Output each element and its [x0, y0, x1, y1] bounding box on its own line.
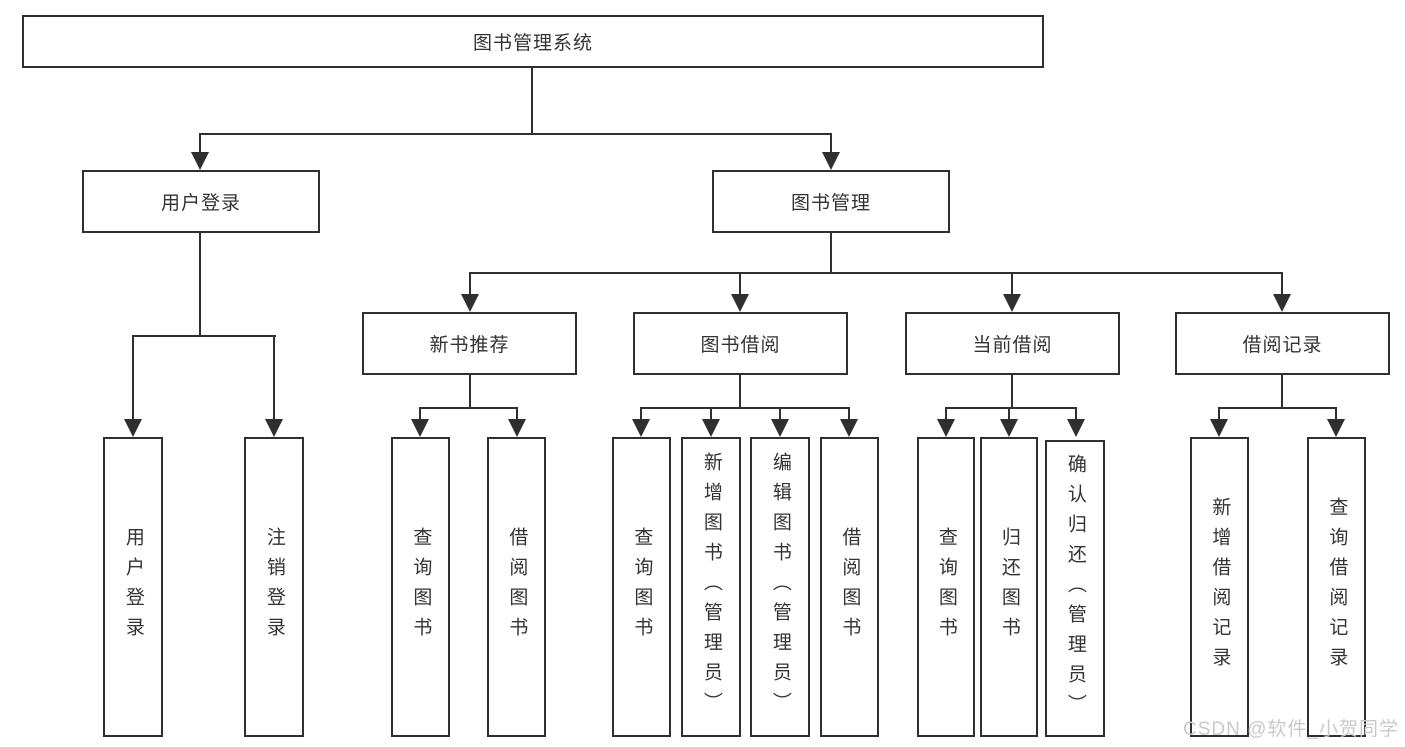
connector-drop-leaf-user-login	[132, 335, 134, 419]
connector-drop-add-borrow-record	[1218, 407, 1220, 419]
node-new-book-rec: 新书推荐	[362, 312, 577, 375]
connector-book-mgmt-down	[830, 233, 832, 272]
connector-rec-branch-horizontal	[419, 407, 518, 409]
node-book-borrow-label: 图书借阅	[700, 335, 781, 356]
node-leaf-logout-label: 注销登录	[263, 527, 285, 647]
arrowhead-new-book-rec	[461, 294, 479, 312]
node-leaf-user-login-label: 用户登录	[122, 527, 144, 647]
node-book-borrow: 图书借阅	[633, 312, 848, 375]
node-user-login-label: 用户登录	[160, 193, 241, 214]
arrowhead-book-borrow	[731, 294, 749, 312]
arrowhead-leaf-user-login	[124, 419, 142, 437]
node-leaf-add-book-admin-label: 新增图书（管理员）	[700, 452, 722, 722]
node-leaf-query-book-borrow: 查询图书	[612, 437, 671, 737]
node-leaf-add-borrow-record-label: 新增借阅记录	[1209, 497, 1231, 677]
arrowhead-edit-book	[771, 419, 789, 437]
arrowhead-user-login	[191, 152, 209, 170]
node-leaf-add-borrow-record: 新增借阅记录	[1190, 437, 1249, 737]
node-borrow-records-label: 借阅记录	[1242, 335, 1323, 356]
arrowhead-confirm-return	[1067, 419, 1085, 437]
arrowhead-borrow-book-rec	[508, 419, 526, 437]
node-leaf-edit-book-admin: 编辑图书（管理员）	[750, 437, 810, 737]
node-leaf-query-book-current: 查询图书	[917, 437, 975, 737]
connector-drop-borrow-records	[1281, 272, 1283, 294]
node-leaf-query-book-borrow-label: 查询图书	[631, 527, 653, 647]
connector-current-branch-horizontal	[945, 407, 1077, 409]
connector-branch1-horizontal	[199, 133, 832, 135]
node-leaf-query-book-rec-label: 查询图书	[410, 527, 432, 647]
node-leaf-edit-book-admin-label: 编辑图书（管理员）	[769, 452, 791, 722]
node-leaf-logout: 注销登录	[244, 437, 304, 737]
connector-drop-book-borrow	[739, 272, 741, 294]
node-leaf-borrow-book-borrow: 借阅图书	[820, 437, 879, 737]
node-leaf-borrow-book-rec: 借阅图书	[487, 437, 546, 737]
connector-branch2-horizontal	[469, 272, 1283, 274]
connector-drop-return-book	[1008, 407, 1010, 419]
connector-drop-new-book-rec	[469, 272, 471, 294]
node-leaf-query-borrow-record-label: 查询借阅记录	[1326, 497, 1348, 677]
arrowhead-book-mgmt	[822, 152, 840, 170]
node-leaf-return-book: 归还图书	[980, 437, 1038, 737]
connector-root-down	[531, 68, 533, 134]
node-book-mgmt: 图书管理	[712, 170, 950, 233]
node-current-borrow: 当前借阅	[905, 312, 1120, 375]
node-leaf-confirm-return-admin: 确认归还（管理员）	[1045, 440, 1105, 737]
node-leaf-confirm-return-admin-label: 确认归还（管理员）	[1064, 453, 1086, 724]
node-borrow-records: 借阅记录	[1175, 312, 1390, 375]
connector-drop-add-book	[710, 407, 712, 419]
connector-drop-query-book-current	[945, 407, 947, 419]
node-user-login: 用户登录	[82, 170, 320, 233]
connector-current-borrow-down	[1011, 375, 1013, 407]
connector-drop-current-borrow	[1011, 272, 1013, 294]
arrowhead-query-borrow-record	[1327, 419, 1345, 437]
node-new-book-rec-label: 新书推荐	[429, 335, 510, 356]
connector-records-branch-horizontal	[1218, 407, 1337, 409]
node-leaf-borrow-book-rec-label: 借阅图书	[506, 527, 528, 647]
arrowhead-query-book-current	[937, 419, 955, 437]
node-root: 图书管理系统	[22, 15, 1044, 68]
connector-drop-leaf-logout	[273, 335, 275, 419]
arrowhead-add-book	[702, 419, 720, 437]
arrowhead-current-borrow	[1003, 294, 1021, 312]
node-current-borrow-label: 当前借阅	[972, 335, 1053, 356]
node-leaf-query-book-rec: 查询图书	[391, 437, 450, 737]
node-root-label: 图书管理系统	[472, 33, 593, 54]
connector-drop-confirm-return	[1075, 407, 1077, 419]
connector-drop-query-book-borrow	[640, 407, 642, 419]
connector-borrow-records-down	[1281, 375, 1283, 407]
connector-drop-book-mgmt	[830, 133, 832, 153]
node-leaf-query-borrow-record: 查询借阅记录	[1307, 437, 1366, 737]
connector-drop-query-book-rec	[419, 407, 421, 419]
connector-drop-borrow-book-rec	[516, 407, 518, 419]
node-book-mgmt-label: 图书管理	[790, 193, 871, 214]
node-leaf-add-book-admin: 新增图书（管理员）	[681, 437, 741, 737]
arrowhead-borrow-book-borrow	[840, 419, 858, 437]
connector-drop-borrow-book-borrow	[848, 407, 850, 419]
arrowhead-add-borrow-record	[1210, 419, 1228, 437]
node-leaf-query-book-current-label: 查询图书	[935, 527, 957, 647]
node-leaf-user-login: 用户登录	[103, 437, 163, 737]
connector-borrow-branch-horizontal	[640, 407, 850, 409]
connector-user-login-down	[199, 233, 201, 335]
arrowhead-query-book-rec	[411, 419, 429, 437]
connector-drop-edit-book	[779, 407, 781, 419]
connector-user-branch-horizontal	[132, 335, 276, 337]
csdn-watermark: CSDN @软件_小贺同学	[1183, 719, 1399, 740]
arrowhead-query-book-borrow	[632, 419, 650, 437]
arrowhead-borrow-records	[1273, 294, 1291, 312]
node-leaf-borrow-book-borrow-label: 借阅图书	[839, 527, 861, 647]
arrowhead-leaf-logout	[265, 419, 283, 437]
connector-drop-query-borrow-record	[1335, 407, 1337, 419]
connector-new-book-rec-down	[469, 375, 471, 407]
connector-drop-user-login	[199, 133, 201, 153]
connector-book-borrow-down	[739, 375, 741, 407]
arrowhead-return-book	[1000, 419, 1018, 437]
node-leaf-return-book-label: 归还图书	[998, 527, 1020, 647]
